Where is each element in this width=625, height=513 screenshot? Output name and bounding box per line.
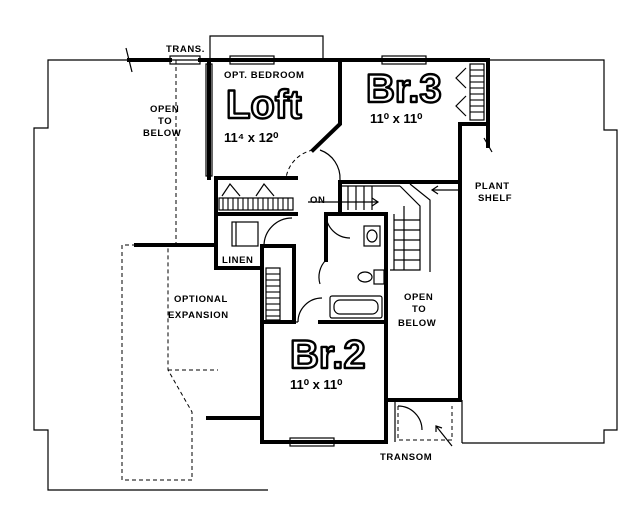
br2-room-dimensions: 11⁰ x 11⁰ [290,377,343,392]
expansion-dashed-outline [121,60,453,481]
br2-room-name: Br.2 [290,333,366,377]
trans-label: TRANS. [166,44,205,55]
linen-closet [231,221,259,247]
stair-on-label: ON [310,195,325,206]
stairs [308,183,431,272]
walls [127,58,490,444]
loft-room-dimensions: 11⁴ x 12⁰ [224,130,279,145]
opt-bedroom-label: OPT. BEDROOM [224,70,305,81]
open-to-below-right-line2: TO [412,304,426,315]
optional-expansion-label-line1: OPTIONAL [174,294,228,305]
loft-room-name: Loft [226,83,302,127]
open-to-below-left-line3: BELOW [143,128,181,139]
transom-leader [435,425,453,447]
door-swings [263,149,423,431]
windows [125,47,493,447]
bath-fixtures [329,225,385,319]
closet-br2 [265,267,281,321]
plant-shelf-leader [430,185,462,195]
closet-loft [218,182,294,211]
optional-expansion-label-line2: EXPANSION [168,310,229,321]
plant-shelf-label-line2: SHELF [478,193,512,204]
transom-label: TRANSOM [380,452,432,463]
br3-room-dimensions: 11⁰ x 11⁰ [370,111,423,126]
linen-label: LINEN [222,255,254,266]
roof-outline [33,35,618,491]
closet-br3 [455,63,485,121]
open-to-below-right-line3: BELOW [398,318,436,329]
br3-room-name: Br.3 [366,67,442,111]
plant-shelf-label-line1: PLANT [475,181,510,192]
open-to-below-left-line2: TO [158,116,172,127]
open-to-below-left-line1: OPEN [150,104,179,115]
open-to-below-right-line1: OPEN [404,292,433,303]
